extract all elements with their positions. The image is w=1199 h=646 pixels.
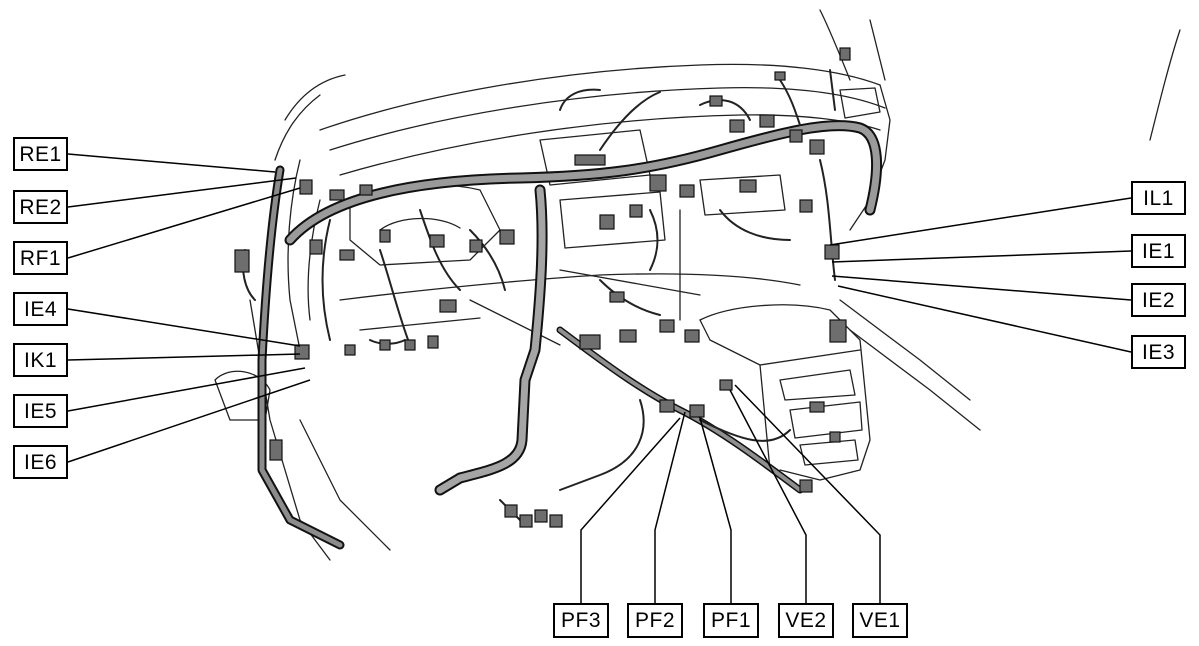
callout-pf2: PF2: [627, 603, 683, 638]
wiring-harness: [242, 69, 883, 550]
callout-ve2: VE2: [778, 603, 834, 638]
callout-ve1: VE1: [852, 603, 908, 638]
callout-ie1: IE1: [1131, 234, 1186, 268]
callout-ie3: IE3: [1131, 335, 1186, 369]
callout-pf3: PF3: [553, 603, 609, 638]
leader-lines: [67, 153, 1132, 603]
callout-ie5: IE5: [13, 394, 68, 428]
callout-ie6: IE6: [13, 445, 68, 479]
callout-ie2: IE2: [1131, 283, 1186, 317]
callout-ie4: IE4: [13, 292, 68, 326]
callout-re2: RE2: [13, 190, 68, 224]
callout-rf1: RF1: [13, 241, 68, 275]
callout-pf1: PF1: [703, 603, 759, 638]
dashboard-outline: [214, 9, 1181, 561]
connectors: [234, 47, 851, 528]
callout-ik1: IK1: [13, 343, 68, 377]
callout-il1: IL1: [1131, 181, 1186, 215]
callout-re1: RE1: [13, 137, 68, 171]
